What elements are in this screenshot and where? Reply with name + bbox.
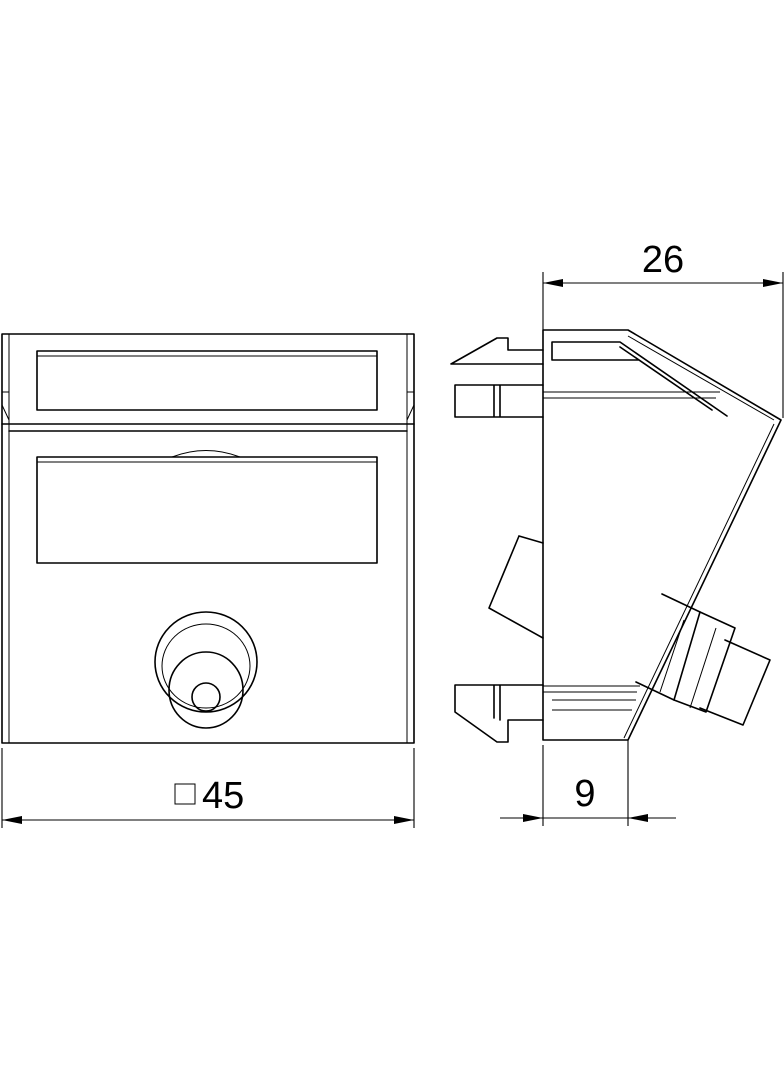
upper-lens-slot [551,341,728,417]
front-outer-frame [1,333,415,744]
front-side-notches [1,391,415,421]
width-dimension-label: 45 [202,775,244,817]
dimension-depth: 26 [542,239,784,418]
front-view [1,333,415,744]
upper-latch [454,384,544,418]
offset-dimension-label: 9 [574,773,595,815]
upper-rib-lines [543,391,720,399]
side-body-inner-top [627,335,775,421]
front-inner-frame [8,334,408,743]
dimension-width: 45 [1,748,415,828]
side-body-inner-slope [623,423,775,739]
dimension-offset: 9 [500,740,676,826]
upper-snap-clip [450,337,544,365]
upper-label-window [36,350,378,411]
rear-coupler [488,535,544,639]
coaxial-socket-front [154,611,258,729]
square-symbol [174,783,196,805]
coaxial-socket-side [635,593,771,726]
lower-rib-lines [543,685,640,711]
depth-dimension-label: 26 [642,239,684,281]
lower-latch [454,684,544,743]
side-body [542,329,782,741]
front-fold-line [1,423,415,432]
hidden-coupler-arc [171,450,241,458]
lower-label-window [36,456,378,564]
side-view [450,329,782,743]
